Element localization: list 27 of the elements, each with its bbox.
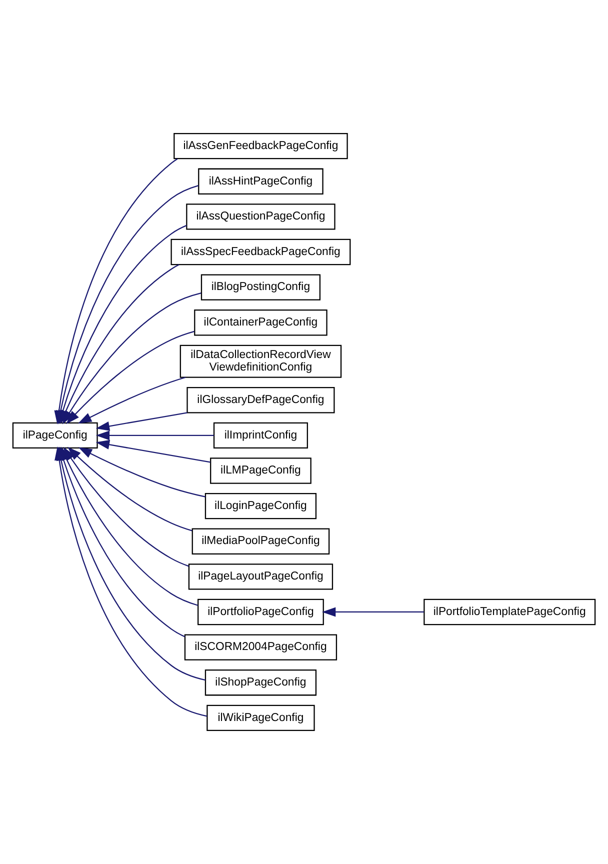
node-box: ilBlogPostingConfig [200, 274, 321, 300]
arrow [96, 430, 214, 440]
node-box: ilImprintConfig [213, 422, 308, 449]
arrow [96, 412, 188, 431]
node-box: ilSCORM2004PageConfig [184, 634, 338, 660]
arrow [78, 447, 206, 498]
arrow [66, 330, 194, 424]
node-box: ilAssQuestionPageConfig [186, 204, 336, 230]
node-box: ilAssSpecFeedbackPageConfig [170, 238, 351, 266]
arrow [68, 446, 192, 532]
node-box: ilPageLayoutPageConfig [188, 564, 334, 590]
node-box: ilPageConfig [12, 422, 98, 449]
node-box: ilMediaPoolPageConfig [192, 528, 330, 554]
node-box: ilDataCollectionRecordView ViewdefinitionConfig [180, 344, 342, 378]
node-box: ilShopPageConfig [204, 670, 317, 696]
node-box: ilPortfolioPageConfig [198, 598, 324, 626]
node-box: ilLoginPageConfig [204, 492, 317, 520]
node-box: ilContainerPageConfig [194, 310, 328, 336]
arrow [96, 440, 210, 463]
node-box: ilPortfolioTemplatePageConfig [424, 598, 596, 626]
arrow [322, 607, 424, 617]
node-box: ilLMPageConfig [210, 458, 312, 484]
node-box: ilWikiPageConfig [206, 704, 315, 732]
node-box: ilGlossaryDefPageConfig [186, 387, 335, 414]
node-box: ilAssGenFeedbackPageConfig [174, 132, 348, 160]
node-box: ilAssHintPageConfig [198, 168, 324, 194]
arrow [78, 376, 186, 424]
